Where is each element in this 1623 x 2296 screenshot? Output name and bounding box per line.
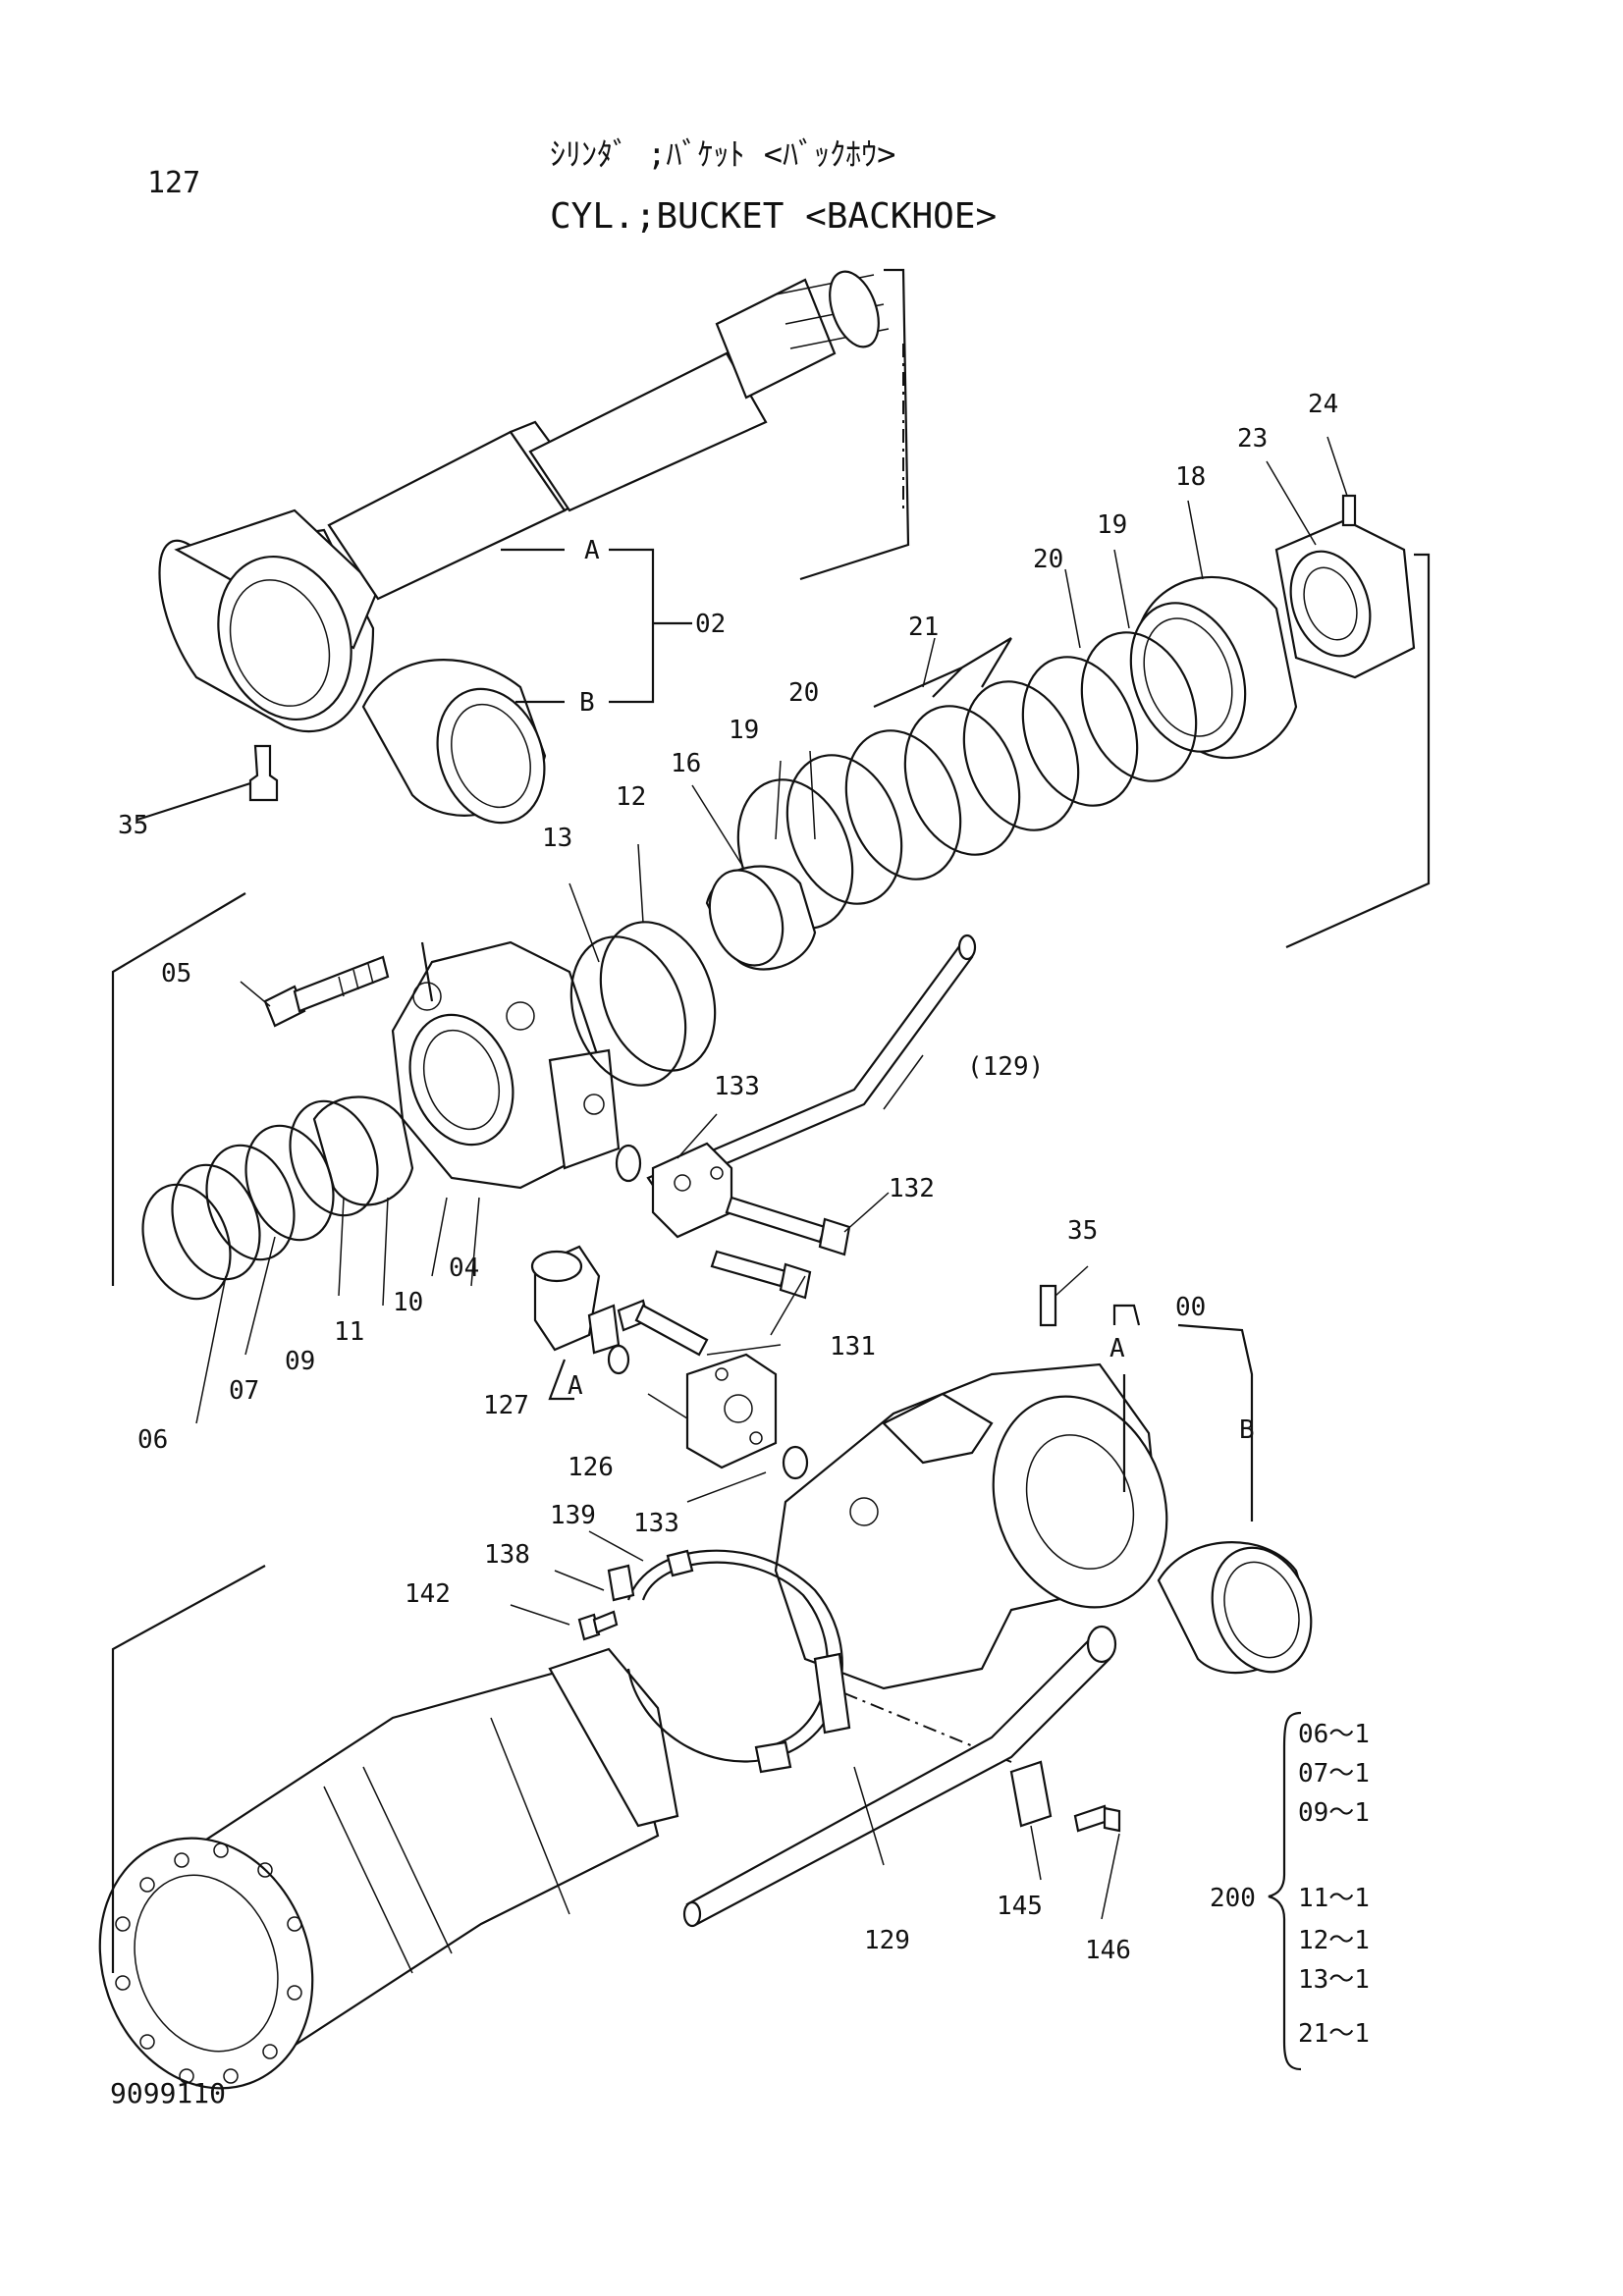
piston-18: [1129, 576, 1298, 759]
title-english: CYL.;BUCKET <BACKHOE>: [550, 196, 997, 237]
callout-02-a: A: [584, 536, 600, 565]
callout-18: 18: [1175, 462, 1206, 492]
callout-23: 23: [1237, 424, 1268, 454]
callout-11: 11: [334, 1317, 364, 1347]
callout-13: 13: [542, 824, 572, 853]
callout-24: 24: [1308, 390, 1338, 419]
bolt-131: [617, 1299, 709, 1357]
callout-lines-00: [1122, 1374, 1254, 1522]
callout-142: 142: [405, 1579, 451, 1609]
callout-129-lower: 129: [864, 1926, 910, 1955]
split-flange-126: [685, 1353, 778, 1469]
assembly-line-right: [1285, 553, 1431, 949]
oring-127: [607, 1344, 630, 1375]
callout-02-b: B: [579, 688, 595, 718]
callout-133-lower: 133: [633, 1509, 679, 1538]
kit-200-list: 200 06～1 07～1 09～1 11～1 12～1 13～1 21～1: [1210, 1711, 1370, 2071]
assembly-line-lower: [111, 1565, 266, 1973]
callout-145: 145: [997, 1892, 1043, 1921]
callout-00-a: A: [1109, 1334, 1125, 1363]
callout-139: 139: [550, 1501, 596, 1530]
callout-05: 05: [161, 959, 191, 988]
callout-35-lower: 35: [1067, 1216, 1098, 1246]
callout-138: 138: [484, 1540, 530, 1570]
title-japanese: ｼﾘﾝﾀﾞ ;ﾊﾞｹｯﾄ <ﾊﾞｯｸﾎｳ>: [550, 135, 895, 173]
callout-21: 21: [908, 613, 939, 642]
callout-bracket-02: [501, 548, 692, 704]
callout-02: 02: [695, 610, 726, 639]
callout-12: 12: [616, 782, 646, 812]
band-clamp-139: [607, 1549, 851, 1774]
callout-19-lower: 19: [729, 716, 759, 745]
callout-20-upper: 20: [1033, 545, 1063, 574]
callout-131: 131: [830, 1332, 876, 1362]
rod-seal-stack: [141, 1095, 414, 1301]
bushing-02b: [361, 659, 547, 825]
kit-item: 06～1: [1298, 1720, 1370, 1749]
piston-rod: [136, 268, 910, 822]
flange-and-bolts-131-132: [615, 1142, 851, 1300]
callout-04: 04: [449, 1254, 479, 1283]
callout-126: 126: [568, 1453, 614, 1482]
kit-item: 12～1: [1298, 1926, 1370, 1955]
callout-bracket-127: [548, 1359, 574, 1401]
bushing-00b: [1157, 1541, 1313, 1675]
callout-16: 16: [671, 749, 701, 778]
kit-item: 11～1: [1298, 1884, 1370, 1913]
kit-item: 07～1: [1298, 1759, 1370, 1789]
kit-number: 200: [1210, 1884, 1256, 1913]
callout-146: 146: [1085, 1936, 1131, 1965]
kit-item: 09～1: [1298, 1798, 1370, 1828]
elbow-127: [530, 1245, 621, 1355]
callout-10: 10: [393, 1288, 423, 1317]
piston-nut-23: [1274, 494, 1416, 679]
callout-35-upper: 35: [118, 811, 148, 840]
assembly-line-left: [111, 892, 434, 1286]
callout-00-b: B: [1239, 1415, 1255, 1445]
backup-ring-13-and-oring-12: [569, 921, 717, 1087]
oring-133-lower: [782, 1445, 809, 1480]
cushion-ring-16: [705, 865, 817, 971]
callout-bracket-00: [1112, 1304, 1254, 1472]
pipe-129-lower: [682, 1625, 1117, 1928]
callout-133-upper: 133: [714, 1072, 760, 1101]
callout-00: 00: [1175, 1293, 1206, 1322]
drawing-number: 9099110: [110, 2077, 226, 2109]
callout-129-upper: (129): [967, 1052, 1044, 1082]
kit-item: 13～1: [1298, 1965, 1370, 1995]
callout-132: 132: [889, 1174, 935, 1203]
callout-127-a: A: [568, 1371, 583, 1401]
page-number: 127: [147, 166, 200, 200]
callout-20-lower: 20: [788, 678, 819, 708]
cylinder-head-04: [391, 940, 621, 1190]
callout-09: 09: [285, 1347, 315, 1376]
clamp-145-bolt-146: [1009, 1760, 1121, 1833]
callout-07: 07: [229, 1376, 259, 1406]
bolt-142: [577, 1610, 619, 1641]
callout-19-upper: 19: [1097, 510, 1127, 540]
bolt-05: [263, 955, 390, 1028]
callout-127: 127: [483, 1391, 529, 1420]
callout-06: 06: [137, 1425, 168, 1455]
callout-bracket-21: [873, 637, 1012, 709]
cylinder-tube: [98, 1647, 679, 2090]
kit-item: 21～1: [1298, 2019, 1370, 2049]
